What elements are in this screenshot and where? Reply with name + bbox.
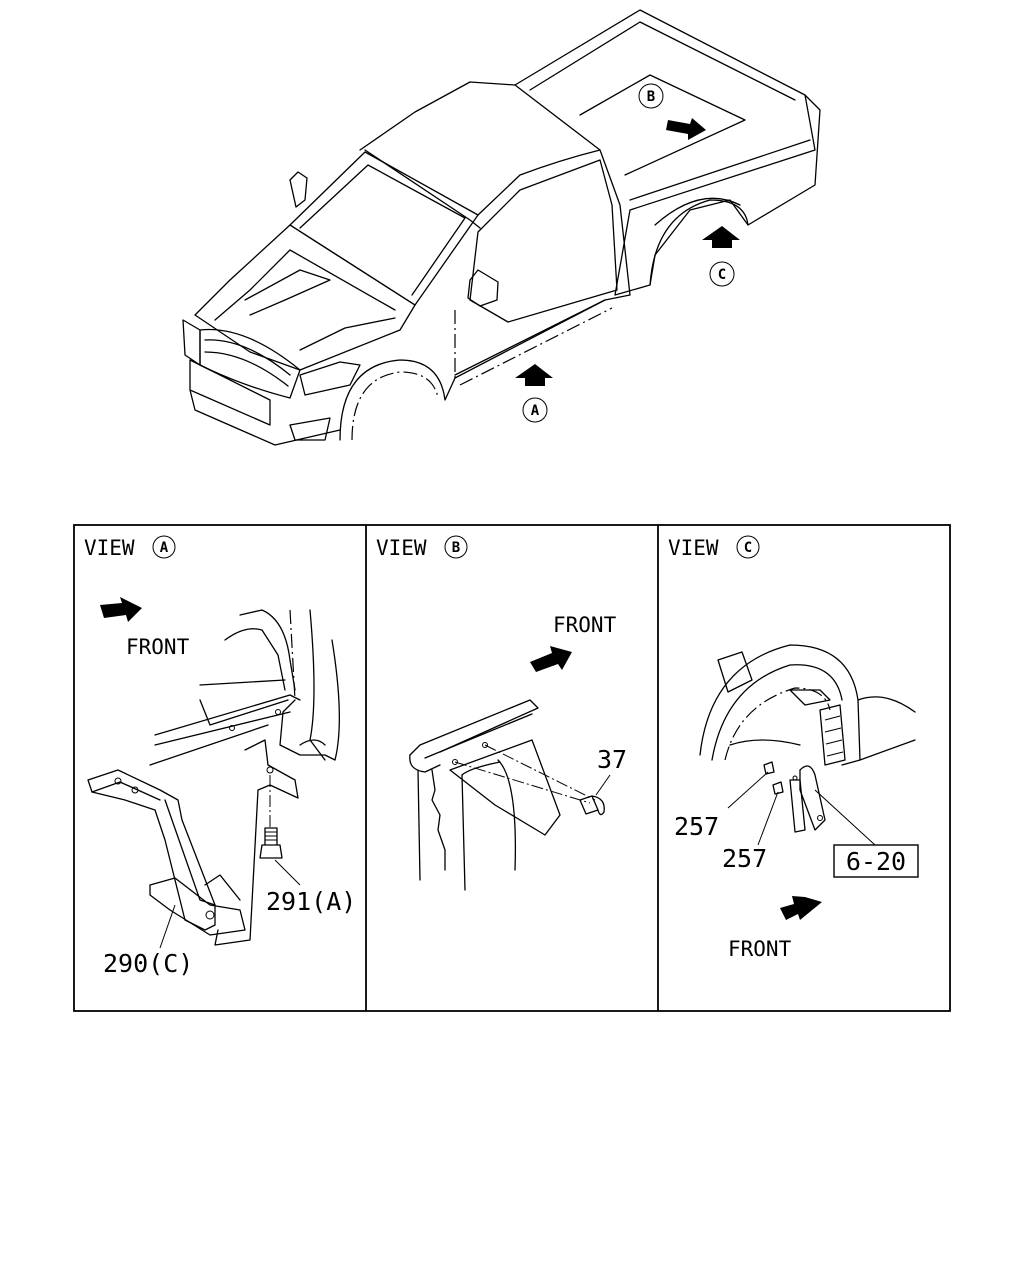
up-arrow-icon [702,226,740,248]
view-callout-letter: C [744,540,752,556]
part-number: 257 [674,812,719,841]
front-arrow-icon [780,896,822,920]
headlight [299,361,361,396]
view-callout-letter: B [452,540,460,556]
front-arrow-icon [530,646,572,672]
part-number: 37 [597,745,627,774]
view-c-indicator: C [702,226,740,287]
view-a-indicator: A [515,364,553,423]
part-number: 257 [722,844,767,873]
mud-guard [799,765,826,831]
bolt-291 [259,827,283,859]
right-arrow-icon [666,118,706,140]
front-label: FRONT [553,613,617,637]
side-mirror [289,171,308,208]
mounting-plate [214,739,299,946]
tie-down-bracket [449,739,561,836]
truck-cab-outline [359,81,631,376]
callout-letter-b: B [647,89,655,105]
wheel-arch-outer [699,644,861,766]
screw-37 [579,795,605,816]
front-arrow-icon [100,597,142,622]
clip-257 [763,761,775,775]
rear-wheel-arch [649,199,749,286]
front-label: FRONT [126,635,190,659]
truck-overview [182,9,821,446]
part-number: 290(C) [103,949,193,978]
up-arrow-icon [515,364,553,386]
view-c-panel: VIEW C 6-20 257 257 FRONT [668,535,919,961]
bed-rail [409,699,539,756]
view-b-indicator: B [638,83,706,140]
view-title: VIEW [376,536,427,560]
callout-circle [709,261,735,287]
detail-panels [73,524,951,1012]
windshield [289,151,479,306]
view-title: VIEW [668,536,719,560]
callout-circle [638,83,664,109]
reference-box [833,844,919,878]
view-title: VIEW [84,536,135,560]
callout-circle [522,397,548,423]
reference-number: 6-20 [846,847,906,876]
front-wheel-arch [339,359,456,441]
truck-bed-outline [514,9,821,296]
step-bracket-290 [87,769,216,931]
callout-letter-a: A [531,403,540,419]
callout-letter-c: C [718,267,726,283]
hood [194,224,416,371]
panels-frame [73,524,951,1012]
grille [199,328,301,399]
view-callout-letter: A [160,540,169,556]
view-b-panel: VIEW B FRONT 37 [376,535,627,891]
view-a-panel: VIEW A FRONT 291(A) [84,535,356,978]
clip-257 [772,781,784,795]
front-label: FRONT [728,937,792,961]
part-number: 291(A) [266,887,356,916]
